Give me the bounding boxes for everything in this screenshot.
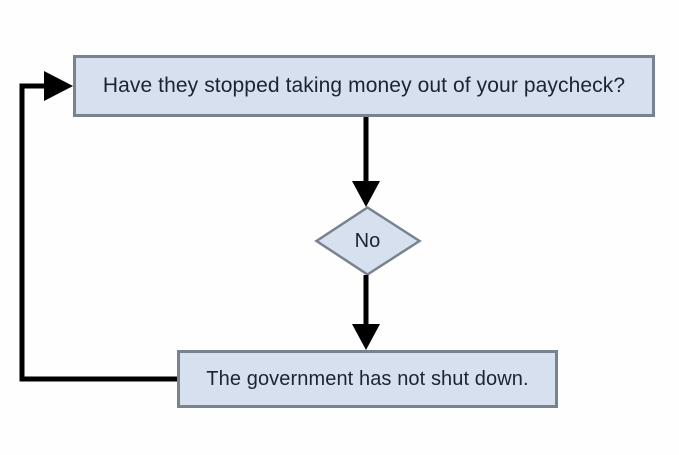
edge-outcome-loopback-to-question xyxy=(19,71,177,382)
arrowhead-down-icon xyxy=(352,181,380,207)
edge-decision-to-outcome xyxy=(352,275,380,350)
arrowhead-right-icon xyxy=(44,71,73,101)
edge-question-to-decision xyxy=(352,117,380,207)
node-question-shape[interactable] xyxy=(73,55,655,117)
arrowhead-down-icon xyxy=(352,324,380,350)
node-decision-shape[interactable] xyxy=(314,206,422,276)
node-outcome-shape[interactable] xyxy=(177,350,558,408)
